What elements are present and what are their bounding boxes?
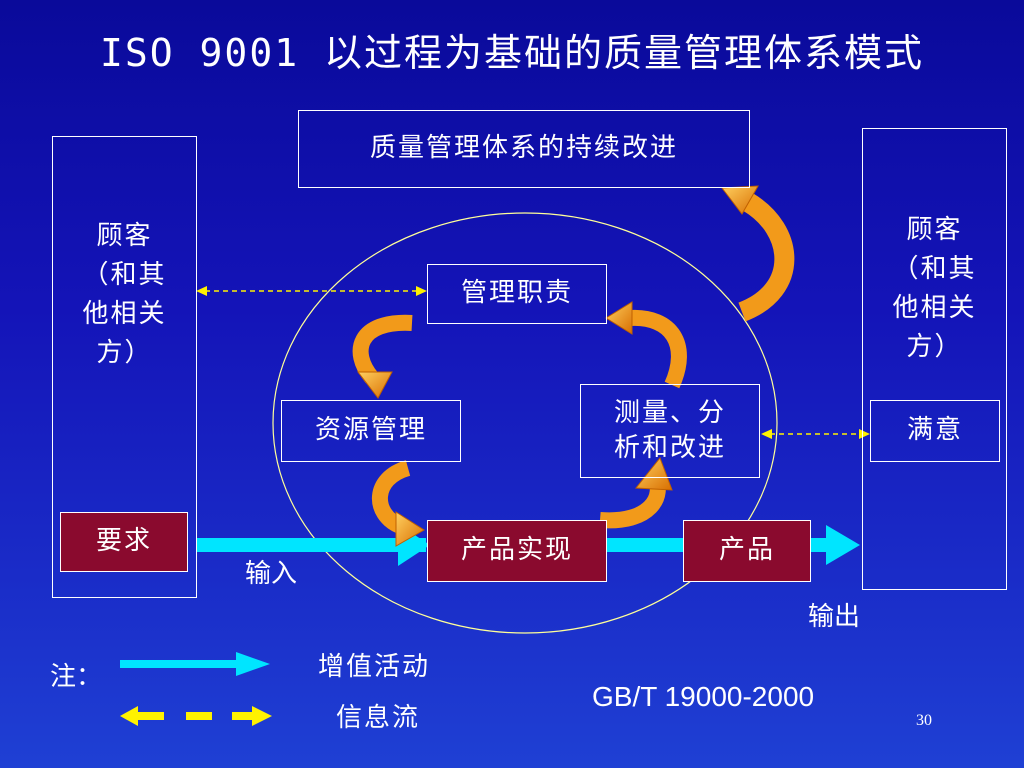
output-label: 输出 [808, 602, 861, 632]
continuous-improvement-box: 质量管理体系的持续改进 [298, 110, 750, 188]
cycle-arrow-to-management [605, 301, 687, 389]
slide-title: ISO 9001 以过程为基础的质量管理体系模式 [100, 31, 924, 75]
product-box: 产品 [683, 520, 811, 582]
page-number: 30 [916, 712, 932, 729]
value-flow-arrow [196, 524, 860, 566]
info-flow-arrow-left [196, 286, 427, 296]
product-realization-box: 产品实现 [427, 520, 607, 582]
customer-left-box: 顾客 （和其 他相关 方） [52, 136, 197, 598]
value-activity-label: 增值活动 [318, 652, 431, 682]
process-circle [272, 212, 778, 634]
legend-info-arrow [120, 706, 272, 726]
management-responsibility-box: 管理职责 [427, 264, 607, 324]
customer-right-box: 顾客 （和其 他相关 方） [862, 128, 1007, 590]
information-flow-label: 信息流 [336, 703, 421, 733]
legend-value-arrow [120, 652, 270, 676]
cycle-arrow-to-measurement [599, 457, 673, 529]
satisfaction-box: 满意 [870, 400, 1000, 462]
standard-code: GB/T 19000-2000 [592, 681, 815, 712]
cycle-arrow-to-realization [371, 460, 425, 547]
cycle-arrow-to-resource [352, 314, 413, 399]
info-flow-arrow-right [761, 429, 870, 439]
cycle-arrow-to-improvement [721, 185, 795, 322]
note-label: 注： [50, 662, 103, 692]
input-label: 输入 [245, 559, 298, 589]
requirements-box: 要求 [60, 512, 188, 572]
measurement-analysis-box: 测量、分 析和改进 [580, 384, 760, 478]
resource-management-box: 资源管理 [281, 400, 461, 462]
